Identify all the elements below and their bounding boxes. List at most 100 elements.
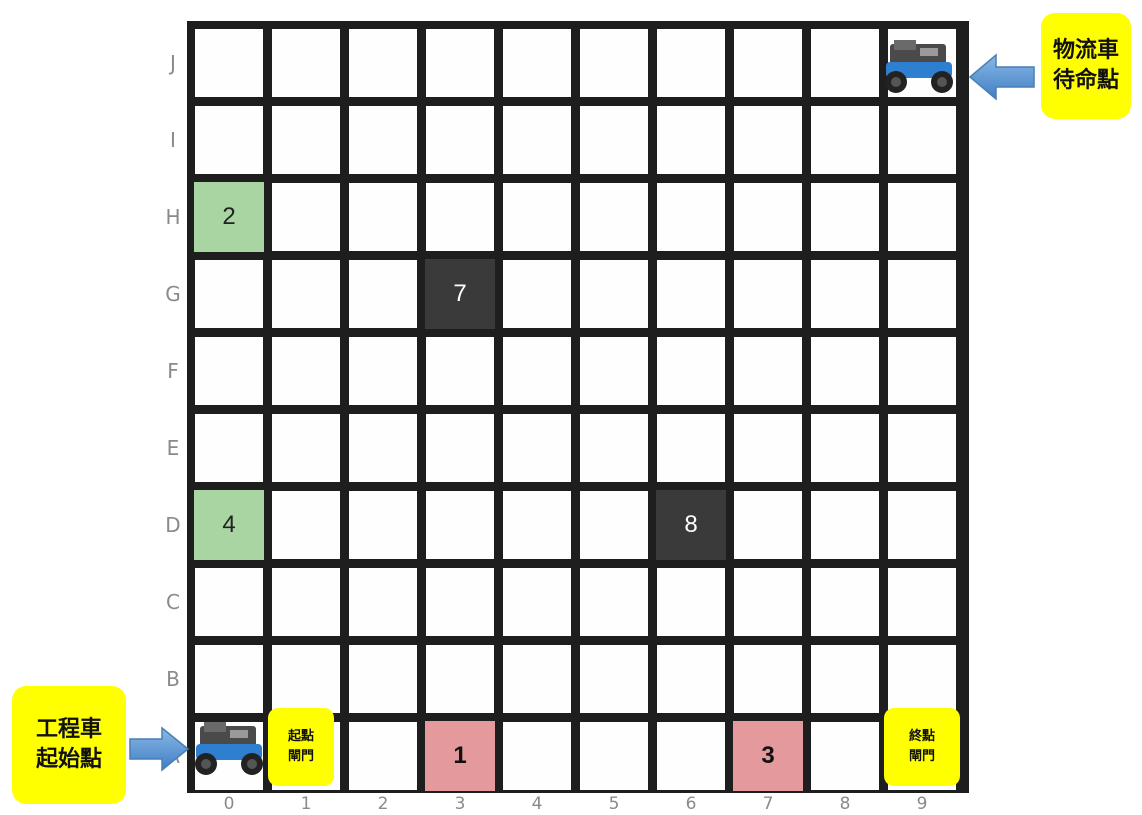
numbered-block-8: 8 bbox=[656, 490, 726, 560]
grid-cell-E1 bbox=[272, 414, 340, 482]
grid-cell-D5 bbox=[580, 491, 648, 559]
column-label-0: 0 bbox=[214, 793, 244, 815]
grid-cell-I1 bbox=[272, 106, 340, 174]
grid-cell-F8 bbox=[811, 337, 879, 405]
grid-cell-A4 bbox=[503, 722, 571, 790]
grid-cell-B4 bbox=[503, 645, 571, 713]
grid-cell-I3 bbox=[426, 106, 494, 174]
grid-cell-J2 bbox=[349, 29, 417, 97]
grid-cell-G5 bbox=[580, 260, 648, 328]
grid-cell-H8 bbox=[811, 183, 879, 251]
end-gate-line1: 終點 bbox=[909, 727, 935, 747]
column-label-2: 2 bbox=[368, 793, 398, 815]
grid-cell-J1 bbox=[272, 29, 340, 97]
grid-cell-C3 bbox=[426, 568, 494, 636]
grid-cell-A8 bbox=[811, 722, 879, 790]
grid-cell-C8 bbox=[811, 568, 879, 636]
grid-cell-B0 bbox=[195, 645, 263, 713]
engineering-callout-line2: 起始點 bbox=[36, 745, 102, 775]
grid-cell-H6 bbox=[657, 183, 725, 251]
grid-cell-E8 bbox=[811, 414, 879, 482]
arrow-left-icon bbox=[966, 52, 1038, 102]
grid-cell-H3 bbox=[426, 183, 494, 251]
grid-cell-A5 bbox=[580, 722, 648, 790]
grid-cell-D4 bbox=[503, 491, 571, 559]
grid-cell-H2 bbox=[349, 183, 417, 251]
grid-cell-H9 bbox=[888, 183, 956, 251]
grid-cell-E3 bbox=[426, 414, 494, 482]
grid-cell-B2 bbox=[349, 645, 417, 713]
grid-cell-G2 bbox=[349, 260, 417, 328]
start-gate-line2: 閘門 bbox=[288, 747, 314, 767]
column-label-7: 7 bbox=[753, 793, 783, 815]
engineering-robot-icon bbox=[190, 718, 270, 782]
start-gate-line1: 起點 bbox=[288, 727, 314, 747]
grid-cell-D1 bbox=[272, 491, 340, 559]
grid-cell-A6 bbox=[657, 722, 725, 790]
grid-cell-J7 bbox=[734, 29, 802, 97]
grid-cell-G7 bbox=[734, 260, 802, 328]
row-label-H: H bbox=[162, 205, 184, 229]
grid-cell-E7 bbox=[734, 414, 802, 482]
grid-cell-F6 bbox=[657, 337, 725, 405]
column-label-5: 5 bbox=[599, 793, 629, 815]
grid-cell-G0 bbox=[195, 260, 263, 328]
column-label-8: 8 bbox=[830, 793, 860, 815]
numbered-block-3: 3 bbox=[733, 721, 803, 791]
column-label-3: 3 bbox=[445, 793, 475, 815]
grid-cell-E0 bbox=[195, 414, 263, 482]
grid-board bbox=[187, 21, 969, 793]
grid-cell-B6 bbox=[657, 645, 725, 713]
grid-cell-H1 bbox=[272, 183, 340, 251]
numbered-block-2: 2 bbox=[194, 182, 264, 252]
numbered-block-4: 4 bbox=[194, 490, 264, 560]
grid-cell-G4 bbox=[503, 260, 571, 328]
grid-cell-C6 bbox=[657, 568, 725, 636]
grid-cell-G9 bbox=[888, 260, 956, 328]
grid-cell-J6 bbox=[657, 29, 725, 97]
grid-cell-J3 bbox=[426, 29, 494, 97]
grid-cell-C7 bbox=[734, 568, 802, 636]
grid-cell-D8 bbox=[811, 491, 879, 559]
row-label-J: J bbox=[162, 51, 184, 75]
row-label-D: D bbox=[162, 513, 184, 537]
engineering-callout-line1: 工程車 bbox=[36, 715, 102, 745]
column-label-4: 4 bbox=[522, 793, 552, 815]
grid-cell-G8 bbox=[811, 260, 879, 328]
arrow-right-icon bbox=[126, 726, 192, 772]
grid-cell-B1 bbox=[272, 645, 340, 713]
grid-cell-D7 bbox=[734, 491, 802, 559]
grid-cell-E4 bbox=[503, 414, 571, 482]
grid-cell-G6 bbox=[657, 260, 725, 328]
grid-cell-F2 bbox=[349, 337, 417, 405]
grid-cell-I8 bbox=[811, 106, 879, 174]
row-label-F: F bbox=[162, 359, 184, 383]
grid-cell-D9 bbox=[888, 491, 956, 559]
grid-cell-I2 bbox=[349, 106, 417, 174]
numbered-block-1: 1 bbox=[425, 721, 495, 791]
grid-cell-B3 bbox=[426, 645, 494, 713]
column-label-1: 1 bbox=[291, 793, 321, 815]
grid-cell-J5 bbox=[580, 29, 648, 97]
end-gate-label: 終點 閘門 bbox=[884, 708, 960, 786]
grid-cell-B7 bbox=[734, 645, 802, 713]
logistics-robot-icon bbox=[880, 36, 960, 100]
row-label-E: E bbox=[162, 436, 184, 460]
grid-cell-C4 bbox=[503, 568, 571, 636]
grid-cell-I0 bbox=[195, 106, 263, 174]
column-label-6: 6 bbox=[676, 793, 706, 815]
row-label-C: C bbox=[162, 590, 184, 614]
engineering-start-callout: 工程車 起始點 bbox=[12, 686, 126, 804]
grid-cell-F9 bbox=[888, 337, 956, 405]
grid-cell-A2 bbox=[349, 722, 417, 790]
grid-cell-B9 bbox=[888, 645, 956, 713]
grid-cell-D2 bbox=[349, 491, 417, 559]
grid-cell-D3 bbox=[426, 491, 494, 559]
grid-cell-E9 bbox=[888, 414, 956, 482]
grid-cell-F1 bbox=[272, 337, 340, 405]
grid-cell-G1 bbox=[272, 260, 340, 328]
row-label-G: G bbox=[162, 282, 184, 306]
column-label-9: 9 bbox=[907, 793, 937, 815]
logistics-standby-callout: 物流車 待命點 bbox=[1041, 13, 1131, 119]
grid-cell-E6 bbox=[657, 414, 725, 482]
